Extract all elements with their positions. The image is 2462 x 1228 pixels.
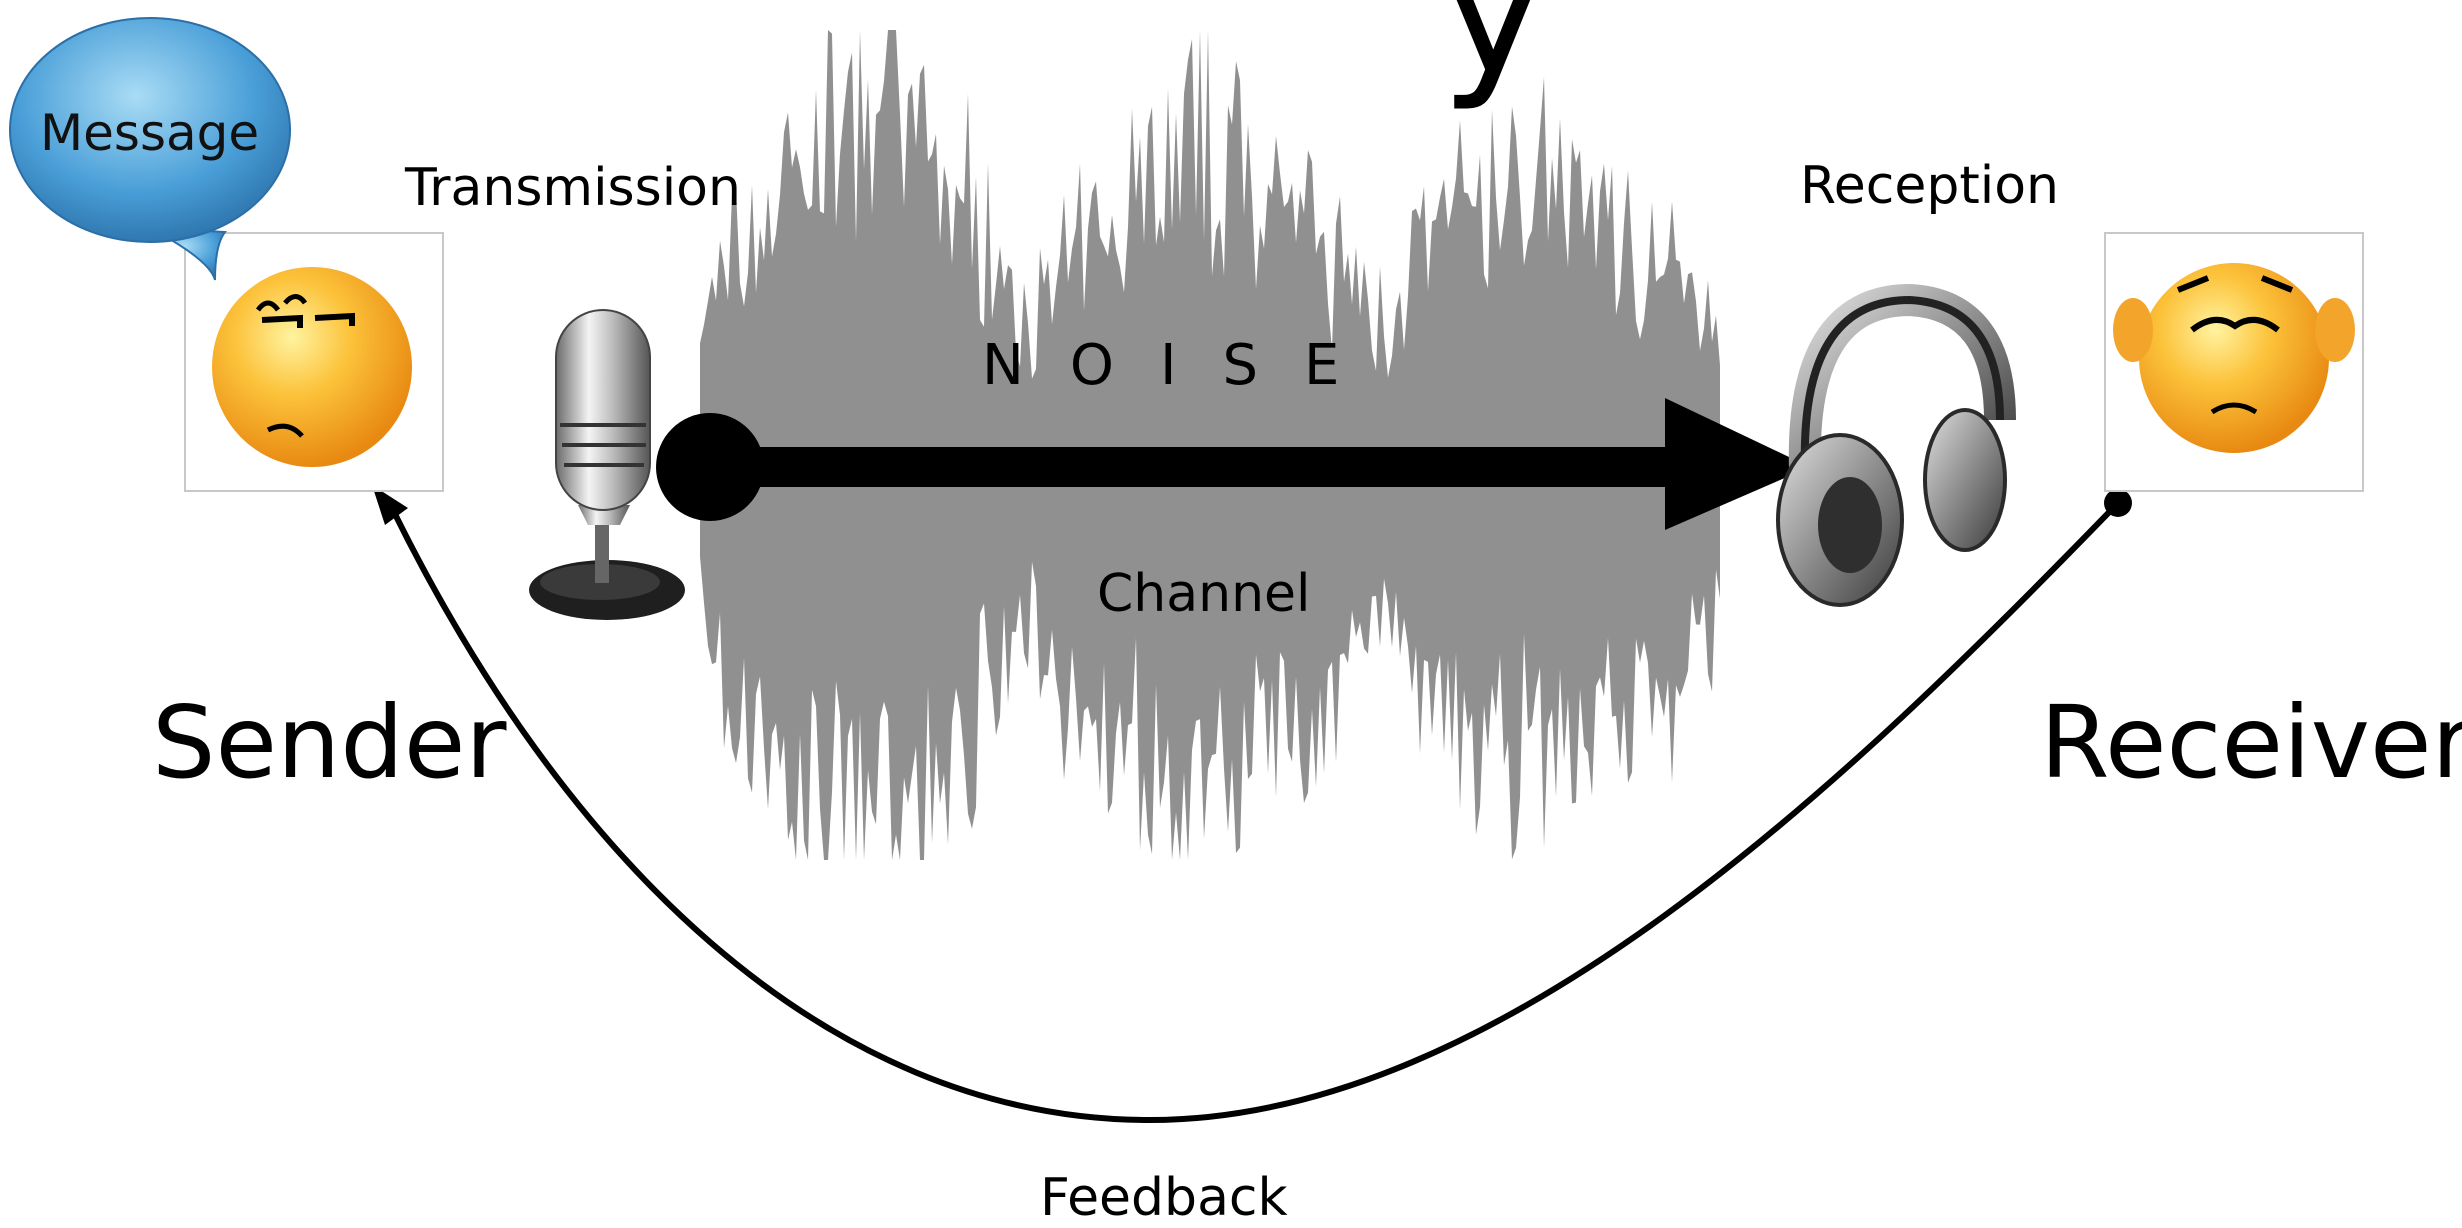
sender-label: Sender [152,684,507,801]
noise-waveform-shape [700,30,1720,860]
channel-label: Channel [1097,564,1311,624]
noise-waveform [700,30,1720,860]
feedback-curve [389,500,2121,1124]
microphone-icon [529,309,685,620]
feedback-label: Feedback [1040,1168,1288,1228]
receiver-label: Receiver [2040,684,2462,801]
feedback-start-dot [2104,489,2132,517]
message-label: Message [40,104,260,162]
speech-bubble-icon [9,17,291,281]
noise-label: NOISE [982,333,1386,398]
receiver-avatar [2104,232,2364,492]
headphones-icon [1776,283,2016,607]
feedback-arrowhead [372,485,408,525]
sender-avatar [184,232,444,492]
reception-label: Reception [1800,156,2059,216]
title-partial: y [1440,0,1547,114]
channel-arrow [656,398,1810,530]
transmission-label: Transmission [405,158,741,218]
